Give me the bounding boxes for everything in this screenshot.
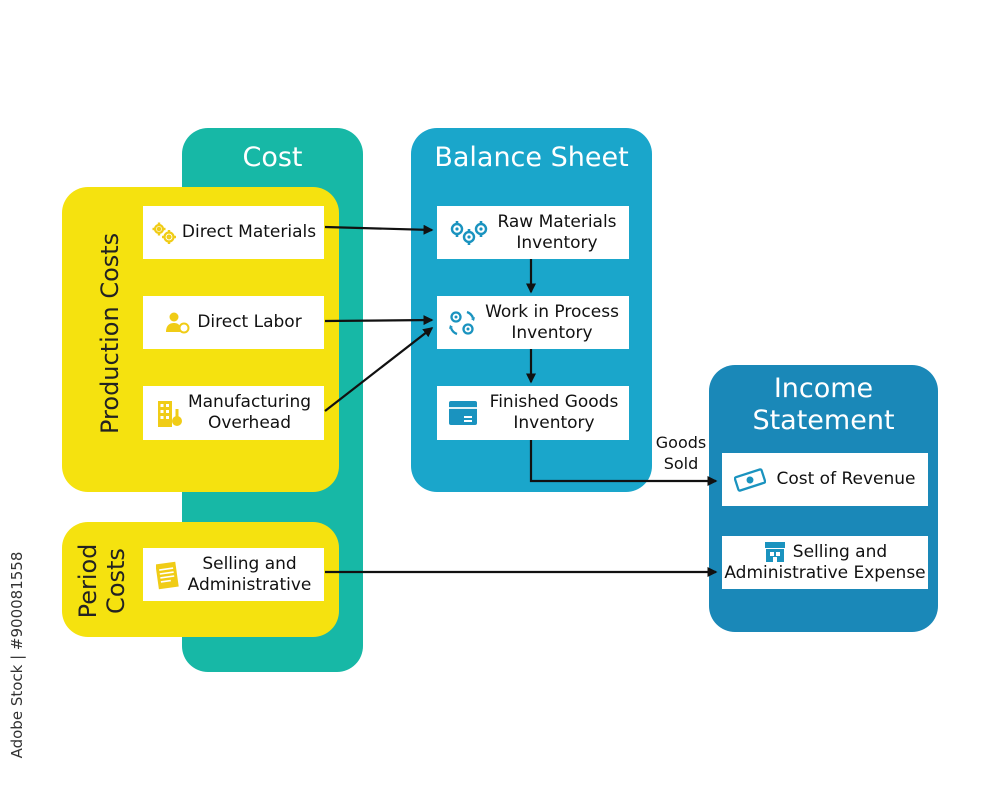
selling-administrative-expense-box[interactable]: Selling and Administrative Expense: [722, 536, 928, 589]
goods-sold-label: Goods Sold: [646, 432, 716, 474]
work-in-process-inventory-label: Work in Process Inventory: [485, 302, 619, 344]
direct-labor-label: Direct Labor: [197, 312, 302, 332]
work-in-process-label-line2: Inventory: [511, 322, 593, 343]
box-icon: [448, 399, 478, 427]
selling-administrative-expense-line2: Administrative Expense: [724, 563, 926, 583]
arrow-finished-to-cost-of-revenue: [529, 440, 718, 486]
finished-goods-inventory-label: Finished Goods Inventory: [490, 392, 619, 434]
cost-of-revenue-label: Cost of Revenue: [776, 469, 916, 489]
income-statement-title-line1: Income: [773, 373, 874, 404]
direct-materials-box[interactable]: Direct Materials: [143, 206, 324, 259]
document-icon: [155, 560, 180, 590]
direct-materials-label: Direct Materials: [181, 222, 317, 242]
income-statement-title: Income Statement: [709, 373, 938, 437]
direct-labor-box[interactable]: Direct Labor: [143, 296, 324, 349]
arrow-overhead-to-wip: [324, 327, 434, 412]
selling-administrative-expense-line1: Selling and: [792, 541, 888, 562]
selling-administrative-label: Selling and Administrative: [188, 554, 312, 596]
work-in-process-label-line1: Work in Process: [485, 301, 619, 322]
cost-of-revenue-box[interactable]: Cost of Revenue: [722, 453, 928, 506]
arrow-direct-materials-to-raw: [324, 224, 434, 235]
manufacturing-overhead-label: Manufacturing Overhead: [188, 392, 311, 434]
raw-materials-label-line1: Raw Materials: [497, 211, 617, 232]
goods-sold-line2: Sold: [663, 454, 699, 473]
manufacturing-overhead-box[interactable]: Manufacturing Overhead: [143, 386, 324, 440]
raw-materials-inventory-box[interactable]: Raw Materials Inventory: [437, 206, 629, 259]
worker-coin-icon: [165, 311, 191, 335]
selling-administrative-label-line1: Selling and: [202, 553, 297, 574]
finished-goods-inventory-box[interactable]: Finished Goods Inventory: [437, 386, 629, 440]
work-in-process-inventory-box[interactable]: Work in Process Inventory: [437, 296, 629, 349]
finished-goods-label-line1: Finished Goods: [489, 392, 619, 412]
cost-title: Cost: [242, 142, 303, 173]
selling-administrative-box[interactable]: Selling and Administrative: [143, 548, 324, 601]
factory-icon: [156, 397, 184, 429]
selling-administrative-expense-label: Selling and Administrative Expense: [724, 541, 925, 584]
gears-icon: [151, 221, 177, 245]
banknote-icon: [734, 467, 767, 492]
stock-watermark: Adobe Stock | #900081558: [2, 520, 32, 790]
store-icon: [763, 541, 787, 563]
gears-icon: [449, 219, 489, 247]
arrow-direct-labor-to-wip: [324, 315, 434, 326]
raw-materials-label-line2: Inventory: [516, 232, 598, 253]
income-statement-title-line2: Statement: [752, 405, 895, 436]
raw-materials-inventory-label: Raw Materials Inventory: [497, 212, 616, 254]
manufacturing-overhead-label-line1: Manufacturing: [187, 392, 312, 412]
balance-sheet-title: Balance Sheet: [434, 142, 629, 173]
manufacturing-overhead-label-line2: Overhead: [207, 413, 292, 433]
process-gears-icon: [447, 308, 477, 338]
goods-sold-line1: Goods: [655, 433, 707, 452]
stock-watermark-text: Adobe Stock | #900081558: [8, 551, 26, 759]
finished-goods-label-line2: Inventory: [513, 413, 595, 433]
selling-administrative-label-line2: Administrative: [187, 574, 312, 595]
